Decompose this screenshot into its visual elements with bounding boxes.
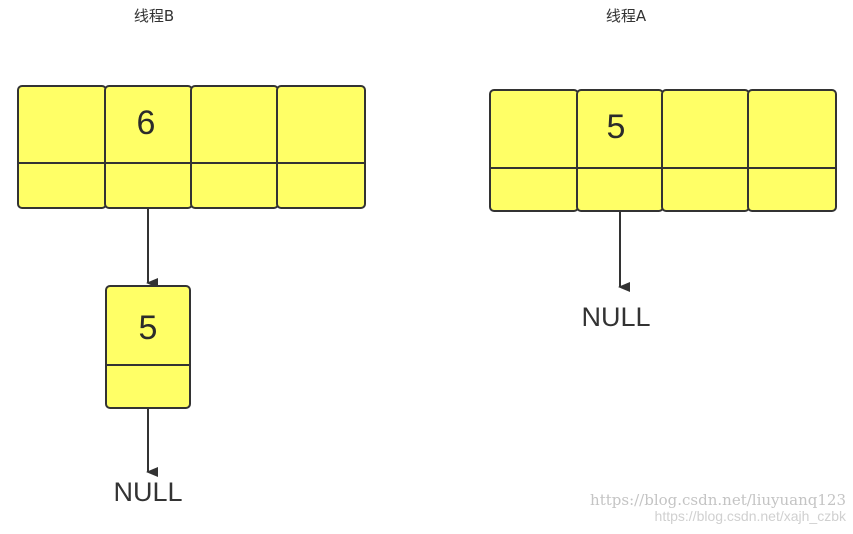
thread-b-bucket-3-box [276, 85, 366, 209]
thread-b-bucket-0-box [17, 85, 107, 209]
thread-a-bucket-2-box [661, 89, 750, 212]
thread-b-null-label: NULL [113, 477, 182, 507]
thread-b-bucket-0 [17, 85, 107, 209]
watermark-line-1: https://blog.csdn.net/liuyuanq123 [590, 491, 846, 509]
thread-b-bucket-2-box [190, 85, 279, 209]
thread-a-bucket-1: 5 [576, 89, 664, 212]
thread-b-group: 线程B 6 5 NULL [17, 7, 366, 507]
thread-b-bucket-1-value: 6 [137, 104, 156, 142]
thread-b-chain-node-box [105, 285, 191, 409]
thread-b-title: 线程B [134, 7, 174, 25]
thread-b-bucket-3 [276, 85, 366, 209]
thread-a-bucket-0-box [489, 89, 579, 212]
thread-b-bucket-1: 6 [104, 85, 193, 209]
thread-a-group: 线程A 5 NULL [489, 7, 837, 332]
thread-a-bucket-3-box [747, 89, 837, 212]
thread-b-chain-node: 5 [105, 285, 191, 409]
thread-a-bucket-0 [489, 89, 579, 212]
thread-a-bucket-3 [747, 89, 837, 212]
thread-a-bucket-2 [661, 89, 750, 212]
watermark-line-2: https://blog.csdn.net/xajh_czbk [655, 508, 847, 524]
thread-a-bucket-1-value: 5 [607, 108, 626, 146]
thread-a-title: 线程A [606, 7, 647, 25]
thread-a-null-label: NULL [581, 302, 650, 332]
thread-b-chain-node-value: 5 [139, 309, 158, 347]
thread-b-bucket-2 [190, 85, 279, 209]
